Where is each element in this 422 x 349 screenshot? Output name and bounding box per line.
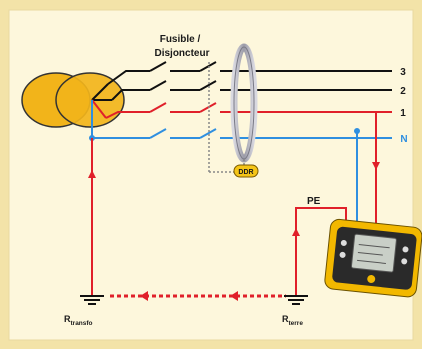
- tester-button-4: [401, 258, 408, 265]
- phase-1-arrow: [372, 162, 380, 170]
- tester-button-2: [339, 251, 346, 258]
- r-terre-label: Rterre: [282, 314, 303, 327]
- title-line-1: Fusible /: [160, 34, 201, 45]
- pe-label: PE: [307, 196, 321, 207]
- tester-button-1: [340, 239, 347, 246]
- pe-arrow: [292, 228, 300, 236]
- phase-2-label: 2: [400, 86, 406, 97]
- tester-screen: [350, 233, 397, 273]
- transformer-earth-arrow: [88, 170, 96, 178]
- phase-3-conductor: [107, 61, 392, 85]
- ddr-label: DDR: [238, 169, 253, 176]
- ddr-badge: [233, 164, 259, 178]
- title-line-2: Disjoncteur: [154, 48, 209, 59]
- phase-1-label: 1: [400, 108, 406, 119]
- neutral-label: N: [400, 134, 407, 145]
- terre-ground-symbol: [284, 295, 308, 305]
- tester-dial: [367, 275, 376, 284]
- installation-tester: [324, 218, 422, 298]
- phase-1-conductor: [105, 102, 392, 119]
- ddr-toroid: [230, 43, 258, 166]
- phase-2-conductor: [111, 80, 392, 101]
- r-transfo-label: Rtransfo: [64, 314, 93, 327]
- earth-return-arrow-1: [140, 291, 148, 301]
- earth-return-arrow-2: [230, 291, 238, 301]
- pe-conductor: [295, 207, 347, 296]
- tester-button-3: [402, 246, 409, 253]
- phase-3-label: 3: [400, 67, 406, 78]
- transformer-symbol: [21, 72, 125, 138]
- transformer-ground-symbol: [80, 295, 104, 305]
